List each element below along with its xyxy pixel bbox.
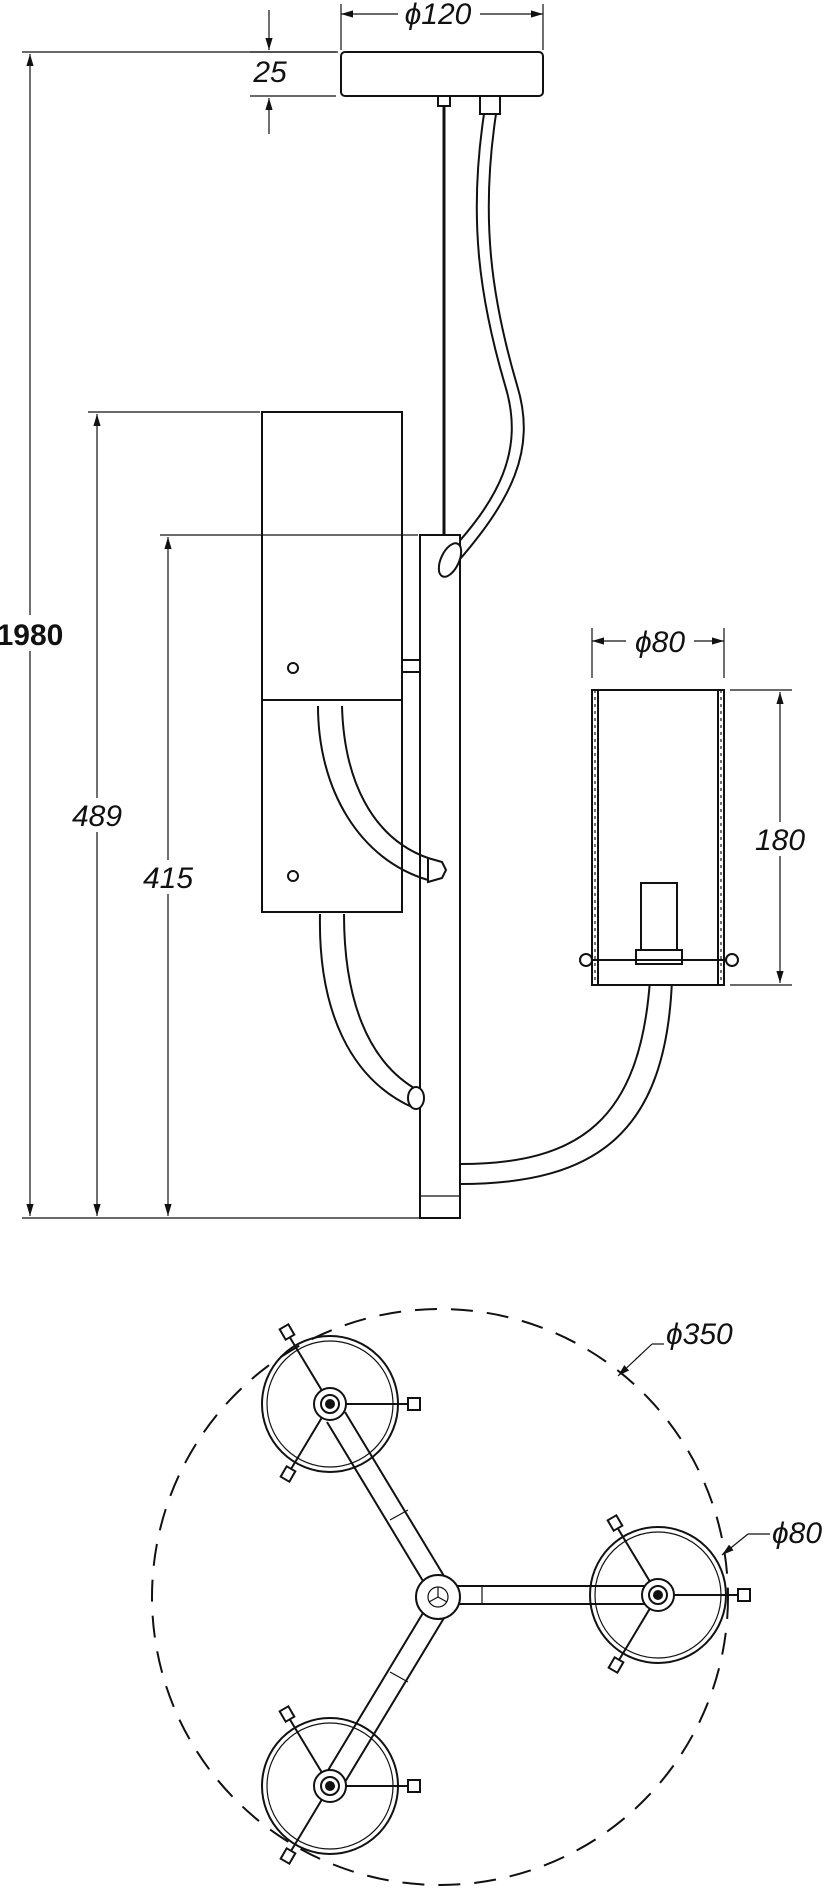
right-curved-arm xyxy=(459,979,673,1185)
center-hub xyxy=(415,1574,461,1620)
total-height-label: 1980 xyxy=(0,619,63,652)
shade-diameter-top-label: ϕ80 xyxy=(772,1517,822,1550)
total-height-dimension: 1980 xyxy=(0,51,420,1219)
top-view-arms xyxy=(326,1411,658,1783)
shade-height-label: 180 xyxy=(755,824,805,857)
canopy-height-dimension: 25 xyxy=(250,10,336,134)
canopy-diameter-dimension: ϕ120 xyxy=(340,0,544,50)
top-shade-lower-left xyxy=(261,1704,421,1866)
top-shade-right xyxy=(589,1513,751,1675)
arm-height-low-dimension: 415 xyxy=(135,534,418,1216)
suspension-cable xyxy=(437,95,451,535)
arm-height-high-label: 489 xyxy=(72,800,122,833)
overall-diameter-label: ϕ350 xyxy=(666,1318,733,1351)
top-view: ϕ350 ϕ80 xyxy=(151,1308,822,1886)
shade-diameter-top-dimension: ϕ80 xyxy=(721,1517,822,1556)
overall-diameter-dimension: ϕ350 xyxy=(617,1318,733,1377)
upper-curved-arm xyxy=(317,705,448,884)
overall-outline xyxy=(151,1308,729,1886)
arm-height-low-label: 415 xyxy=(143,862,193,895)
shade-height-dimension: 180 xyxy=(730,689,814,986)
power-cord xyxy=(441,113,525,567)
shade-diameter-side-dimension: ϕ80 xyxy=(591,626,725,678)
canopy-diameter-label: ϕ120 xyxy=(405,0,472,31)
arm-height-high-dimension: 489 xyxy=(64,411,260,1216)
cylinder-shade xyxy=(579,689,739,986)
canopy xyxy=(340,51,544,115)
shade-diameter-side-label: ϕ80 xyxy=(635,626,685,659)
side-view: ϕ120 25 1980 xyxy=(0,0,814,1219)
left-shade xyxy=(261,411,421,913)
top-shade-upper-left xyxy=(261,1322,421,1484)
lower-curved-arm xyxy=(318,913,425,1110)
canopy-height-label: 25 xyxy=(252,56,287,89)
